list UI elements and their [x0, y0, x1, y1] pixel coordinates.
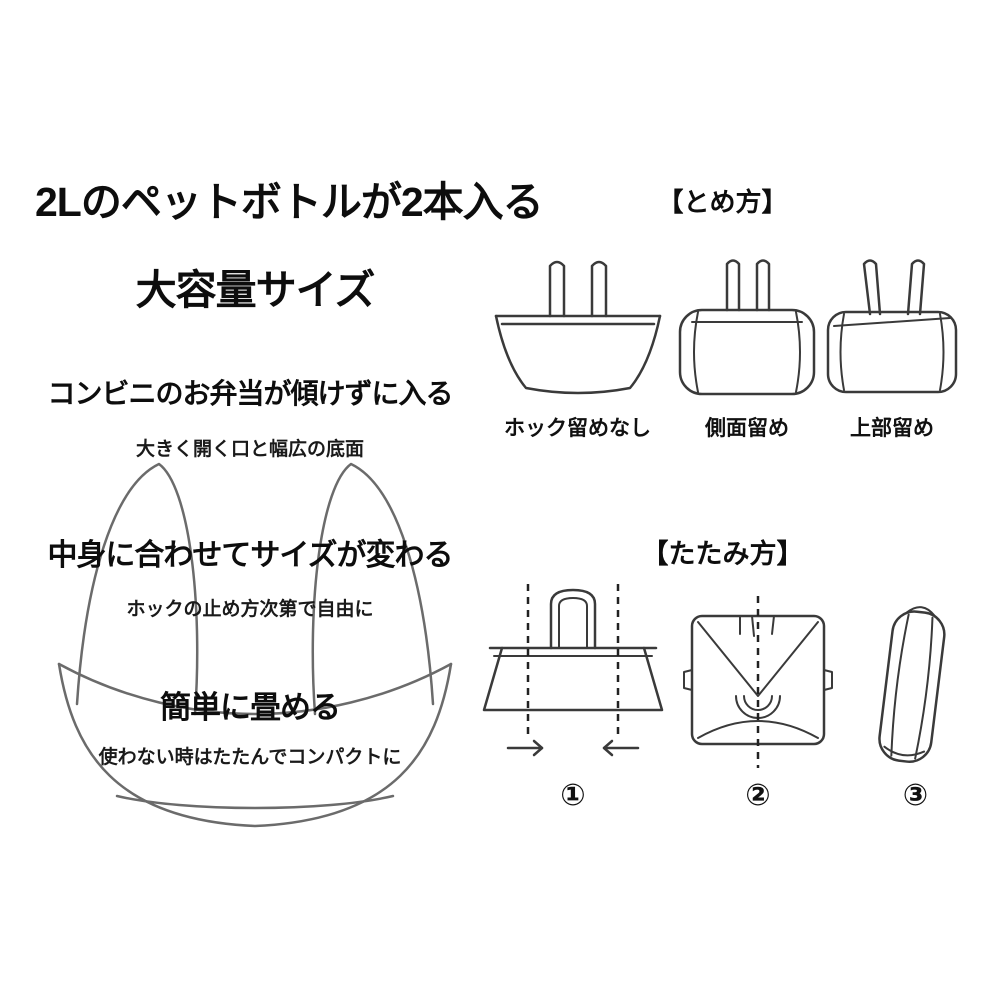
- fasten-item-top: 上部留め: [822, 252, 962, 442]
- fold-step-2-number: ②: [745, 779, 771, 812]
- bag-top-fastened-illustration: [826, 259, 958, 394]
- fasten-section-title: 【とめ方】: [657, 187, 788, 217]
- feature-bento-sub: 大きく開く口と幅広の底面: [135, 439, 364, 460]
- feature-resize-heading: 中身に合わせてサイズが変わる: [47, 539, 453, 572]
- fold-step-3-number: ③: [902, 779, 929, 812]
- fasten-item-none: ホック留めなし: [485, 252, 670, 442]
- fold-step-1: ①: [478, 582, 668, 813]
- feature-bento-heading: コンビニのお弁当が傾けずに入る: [47, 378, 453, 409]
- feature-resize-sub: ホックの止め方次第で自由に: [126, 599, 374, 620]
- tall-handle-bag-outline-illustration: [57, 462, 453, 828]
- fold-step2-illustration: [683, 596, 833, 768]
- fold-step3-illustration: [878, 606, 946, 763]
- fasten-item-none-label: ホック留めなし: [504, 417, 651, 440]
- fold-step-1-number: ①: [560, 779, 586, 812]
- fold-section-title: 【たたみ方】: [641, 539, 804, 569]
- feature-fold-sub: 使わない時はたたんでコンパクトに: [98, 747, 402, 768]
- feature-fold-heading: 簡単に畳める: [160, 690, 341, 725]
- fasten-item-side: 側面留め: [672, 252, 822, 442]
- bag-side-fastened-illustration: [678, 259, 816, 396]
- headline-size: 大容量サイズ: [135, 267, 376, 313]
- fold-step1-illustration: [482, 584, 664, 757]
- fold-step-2: ②: [678, 592, 838, 813]
- bag-no-fastener-illustration: [494, 260, 661, 395]
- fasten-item-side-label: 側面留め: [705, 417, 789, 440]
- headline-capacity: 2Lのペットボトルが2本入る: [35, 179, 544, 225]
- fold-step-3: ③: [858, 600, 973, 813]
- fasten-item-top-label: 上部留め: [850, 417, 934, 440]
